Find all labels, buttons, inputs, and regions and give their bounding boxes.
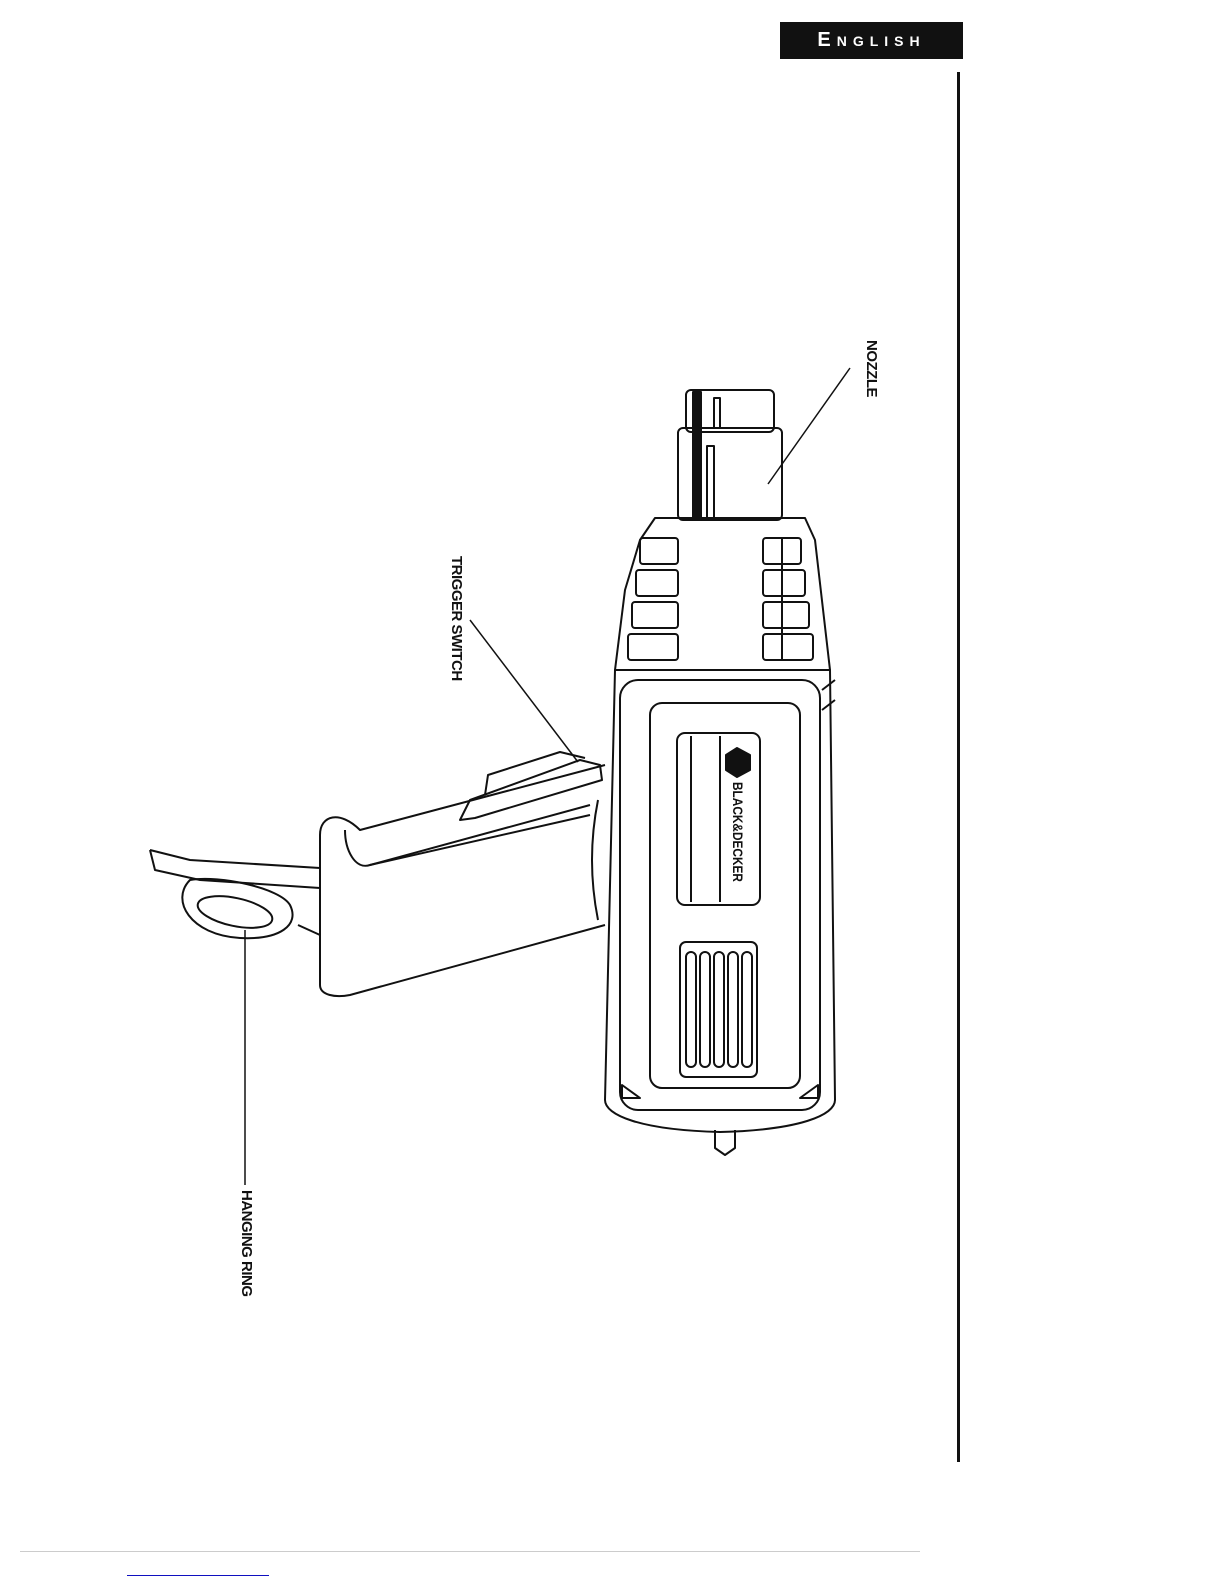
main-body	[604, 669, 836, 1133]
brand-hexagon-icon	[725, 747, 751, 778]
brand-logo: BLACK&DECKER	[730, 782, 746, 882]
margin-rule	[957, 72, 960, 1462]
bottom-underline	[127, 1575, 269, 1576]
nozzle-leader	[767, 367, 851, 485]
trigger-leader	[469, 619, 579, 763]
handle	[297, 764, 606, 998]
left-vents	[627, 537, 679, 661]
power-cord	[149, 849, 321, 889]
trigger-switch	[459, 751, 603, 821]
scan-edge-line	[20, 1551, 920, 1552]
hanging-ring	[181, 877, 294, 940]
front-housing	[614, 517, 831, 671]
hanging-ring-label: HANGING RING	[238, 1190, 255, 1297]
nozzle	[677, 389, 783, 521]
right-vents	[762, 537, 814, 661]
nozzle-label: NOZZLE	[863, 340, 880, 397]
logo-window: BLACK&DECKER	[676, 732, 761, 906]
language-tab: English	[780, 22, 963, 59]
rear-vent	[679, 941, 758, 1078]
strain-relief	[714, 1130, 736, 1156]
trigger-switch-label: TRIGGER SWITCH	[448, 556, 465, 681]
